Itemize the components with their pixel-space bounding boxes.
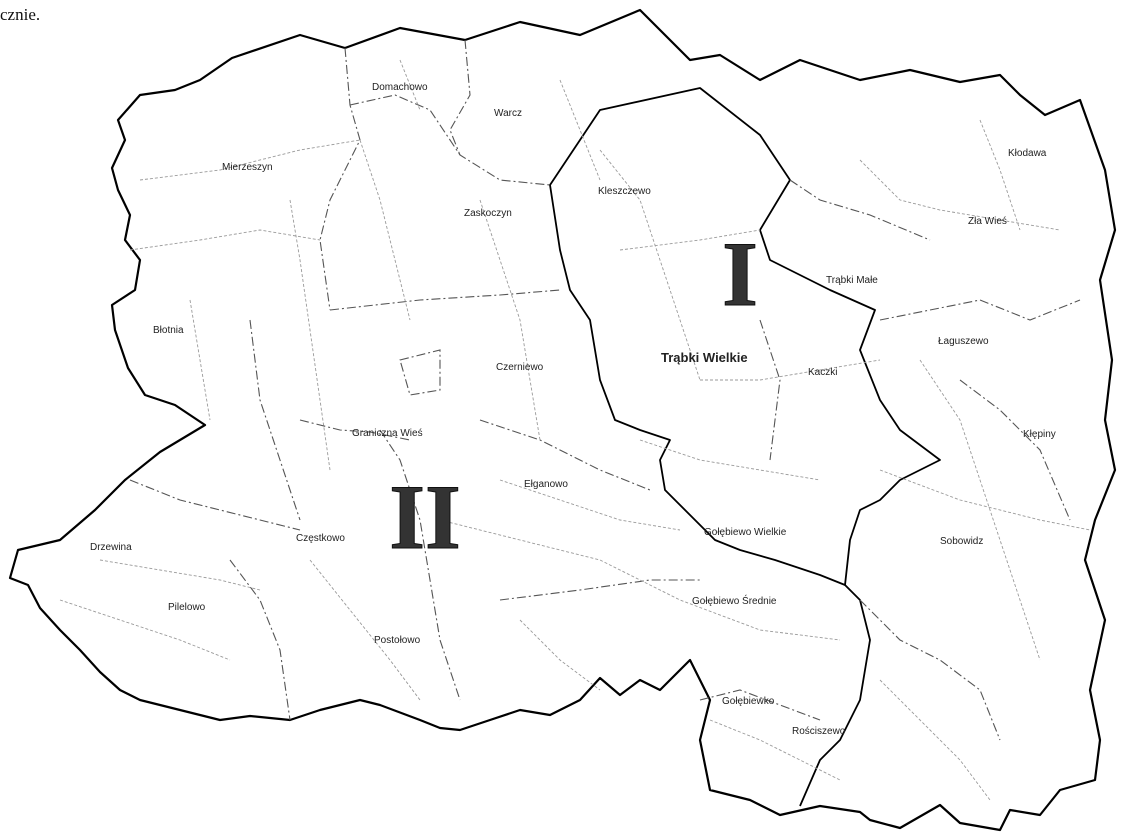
zone-divider [799,584,871,807]
label-elganowo: Ełganowo [524,479,568,490]
label-zla-wies: Zła Wieś [968,216,1007,227]
zone-1-boundary [549,87,941,586]
label-golebiewko: Gołębiewko [722,696,775,707]
caption-text: cznie. [0,5,40,24]
label-mierzeszyn: Mierzeszyn [222,162,273,173]
label-zaskoczyn: Zaskoczyn [464,208,512,219]
label-drzewina: Drzewina [90,542,132,553]
zone-2-label: II [389,466,461,568]
label-sobowidz: Sobowidz [940,536,983,547]
label-laguszewo: Łaguszewo [938,336,989,347]
label-pilelowo: Pilelowo [168,602,206,613]
locality-labels: Domachowo Warcz Kleszczewo Kłodawa Zła W… [90,82,1056,737]
label-golebiewo-wielkie: Gołębiewo Wielkie [704,527,787,538]
label-klepiny: Kłępiny [1023,429,1056,440]
label-graniczna-wies: Graniczna Wieś [352,428,423,439]
label-warcz: Warcz [494,108,522,119]
label-kaczki: Kaczki [808,367,837,378]
zone-1-label: I [722,223,758,325]
label-roscieszewo: Rościszewo [792,726,846,737]
label-kleszczewo: Kleszczewo [598,186,651,197]
label-blotnia: Błotnia [153,325,184,336]
label-trabki-wielkie: Trąbki Wielkie [661,350,748,365]
label-trabki-male: Trąbki Małe [826,275,878,286]
label-golebiewo-srednie: Gołębiewo Średnie [692,594,777,607]
label-postolowo: Postołowo [374,635,421,646]
label-domachowo: Domachowo [372,82,428,93]
label-czerniewo: Czerniewo [496,362,544,373]
label-czestkowo: Częstkowo [296,533,345,544]
label-klodawa: Kłodawa [1008,148,1047,159]
village-boundaries [129,39,1081,741]
municipality-boundary [8,8,1117,832]
roads [59,59,1091,801]
